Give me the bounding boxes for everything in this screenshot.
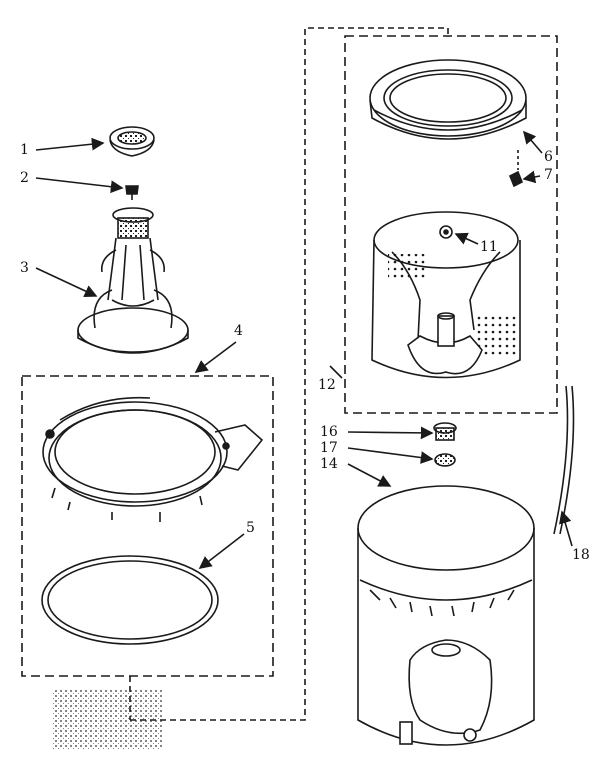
callout-4: 4 [234, 323, 243, 339]
callout-16: 16 [320, 424, 338, 440]
callout-12: 12 [318, 377, 336, 393]
scan-noise [52, 690, 162, 750]
callout-2: 2 [20, 170, 29, 186]
agitator [77, 207, 189, 354]
hub-nut [434, 453, 456, 467]
balance-ring [369, 59, 527, 140]
callout-1: 1 [20, 142, 29, 158]
callout-6: 6 [544, 149, 553, 165]
callout-7: 7 [544, 167, 553, 183]
tub-ring [42, 396, 264, 522]
callout-17: 17 [320, 440, 338, 456]
callout-18: 18 [572, 547, 590, 563]
group-connector-12 [130, 27, 449, 721]
callout-11: 11 [480, 239, 498, 255]
spin-basket [371, 211, 521, 379]
callout-14: 14 [320, 456, 338, 472]
agitator-bolt [125, 185, 139, 200]
group-box-6-7-11 [344, 35, 558, 414]
callout-3: 3 [20, 260, 29, 276]
ring-clip [508, 150, 524, 188]
drive-hub [433, 422, 457, 441]
outer-tub [357, 485, 535, 746]
tub-gasket [41, 555, 219, 645]
agitator-cap [109, 126, 155, 157]
callout-5: 5 [246, 520, 255, 536]
group-box-4-5 [21, 375, 274, 677]
drain-hose [553, 385, 575, 535]
